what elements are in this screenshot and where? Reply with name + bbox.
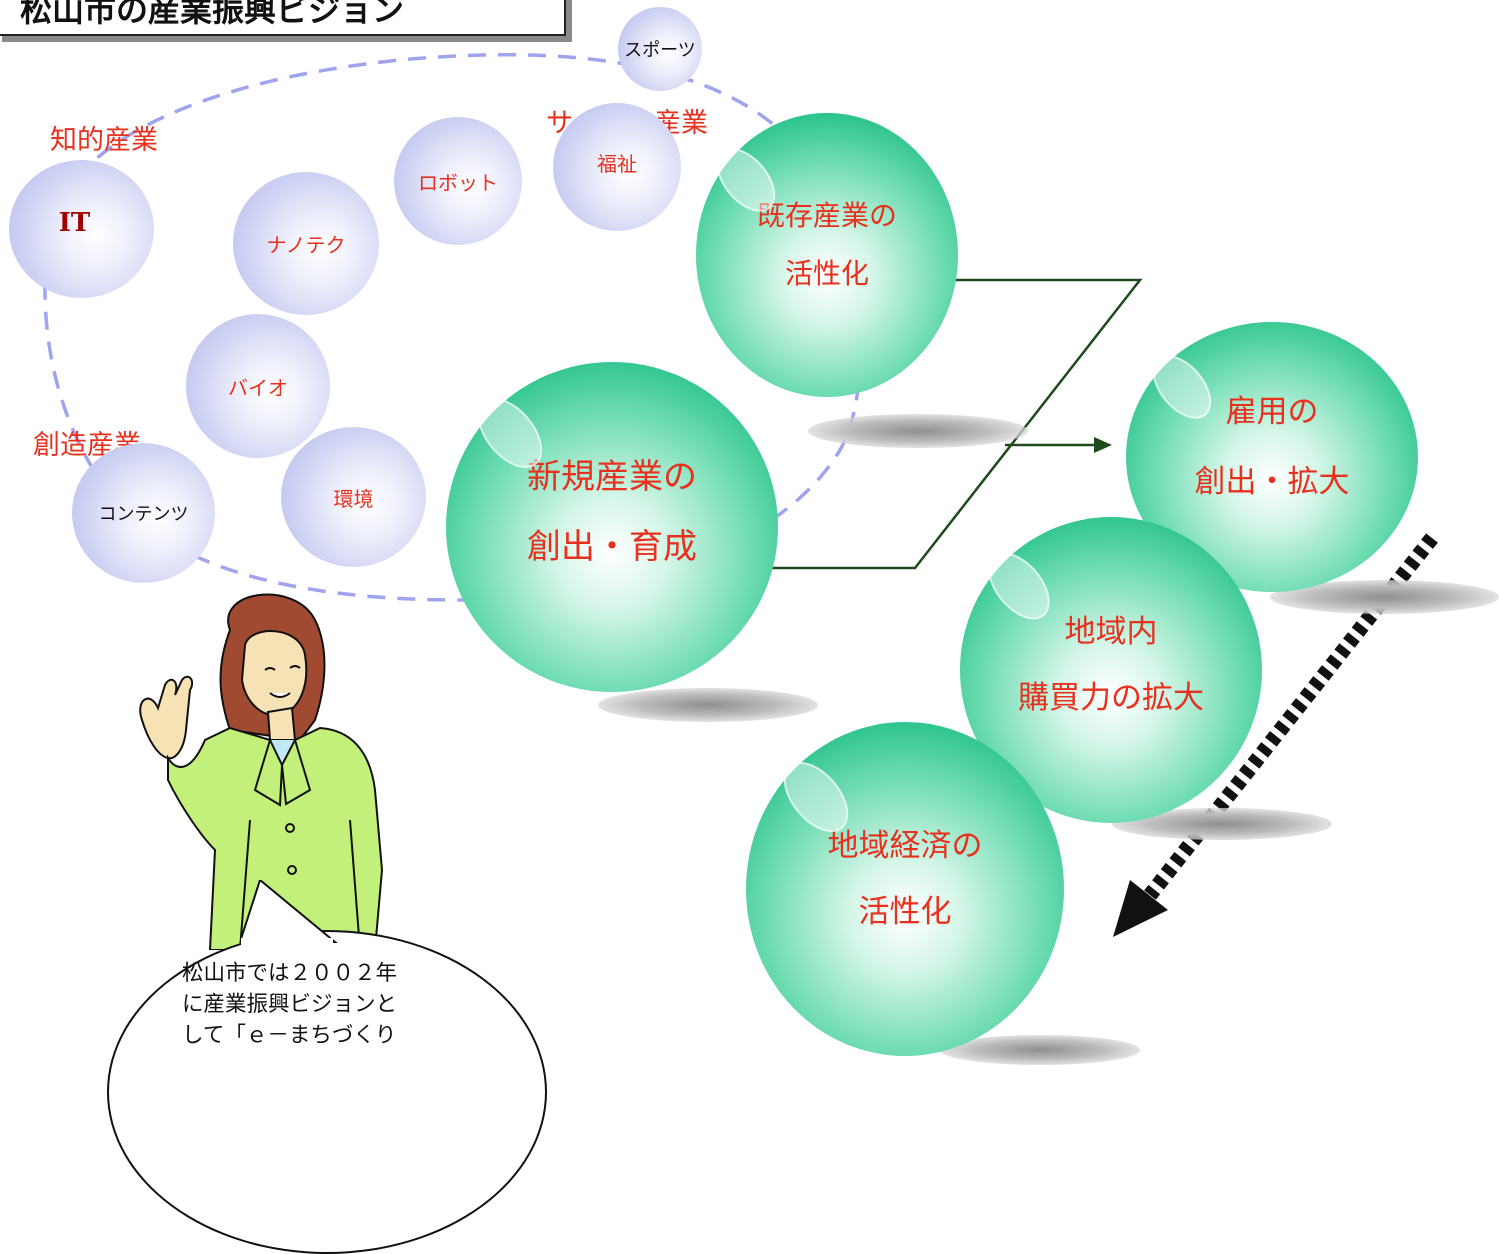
sphere-new-line1: 新規産業の xyxy=(527,457,697,497)
bubble-nano-label: ナノテク xyxy=(266,233,346,257)
connector-line xyxy=(718,278,1143,570)
presenter-illustration xyxy=(139,593,384,950)
sphere-employment-line1: 雇用の xyxy=(1225,394,1319,430)
bubble-contents-label: コンテンツ xyxy=(98,504,189,525)
bubble-it-label: IT xyxy=(58,208,91,238)
sphere-employment-line2: 創出・拡大 xyxy=(1194,464,1350,500)
arrow-head-employment xyxy=(1094,437,1112,453)
bubble-robot: ロボット xyxy=(394,117,522,245)
speech-line-1: 松山市では２００２年 xyxy=(182,961,398,986)
sphere-purchasing-line2: 購買力の拡大 xyxy=(1018,680,1204,716)
sphere-new-industry: 新規産業の 創出・育成 xyxy=(446,362,778,692)
sphere-existing-line2: 活性化 xyxy=(784,257,869,290)
page-title: 松山市の産業振興ビジョン xyxy=(20,0,405,29)
bubble-environment-label: 環境 xyxy=(333,486,374,511)
bubble-welfare-label: 福祉 xyxy=(597,151,637,176)
bubble-robot-label: ロボット xyxy=(418,170,498,195)
bubble-it: IT xyxy=(9,160,154,298)
sphere-new-line2: 創出・育成 xyxy=(527,527,697,567)
sphere-purchasing-line1: 地域内 xyxy=(1064,614,1158,650)
sphere-economy-line1: 地域経済の xyxy=(827,828,983,864)
sphere-existing-line1: 既存産業の xyxy=(756,199,897,232)
shadow-existing xyxy=(808,414,1028,448)
speech-text: 松山市では２００２年 に産業振興ビジョンと して「ｅ－まちづくり xyxy=(182,958,482,1051)
bubble-environment: 環境 xyxy=(281,427,426,567)
dotted-arrow-head xyxy=(1113,880,1168,937)
sphere-regional-economy: 地域経済の 活性化 xyxy=(746,722,1064,1056)
category-intellectual: 知的産業 xyxy=(50,125,158,156)
bubble-nano: ナノテク xyxy=(233,172,379,315)
speech-line-2: に産業振興ビジョンと xyxy=(182,992,398,1017)
sphere-employment: 雇用の 創出・拡大 xyxy=(1126,322,1418,592)
sphere-existing-industry: 既存産業の 活性化 xyxy=(696,113,958,397)
speech-tail xyxy=(240,880,338,950)
bubble-welfare: 福祉 xyxy=(553,103,681,231)
bubble-bio-label: バイオ xyxy=(228,375,288,400)
sphere-economy-line2: 活性化 xyxy=(858,894,952,930)
title-box: 松山市の産業振興ビジョン xyxy=(0,0,566,36)
bubble-bio: バイオ xyxy=(186,314,330,458)
shadow-economy xyxy=(940,1035,1140,1065)
shadow-new xyxy=(598,688,818,722)
speech-line-3: して「ｅ－まちづくり xyxy=(182,1023,397,1048)
bubble-sports: スポーツ xyxy=(618,7,702,91)
bubble-contents: コンテンツ xyxy=(72,443,215,583)
bubble-sports-label: スポーツ xyxy=(624,40,696,61)
